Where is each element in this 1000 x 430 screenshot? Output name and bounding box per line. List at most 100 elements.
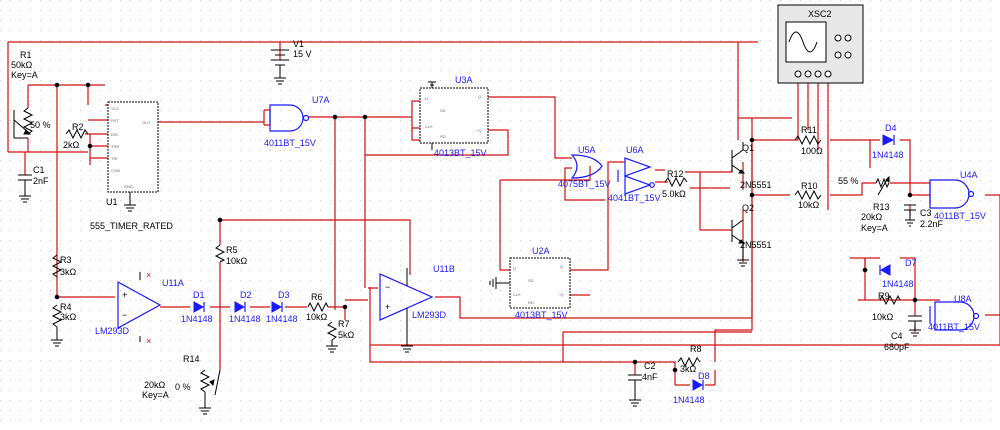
u4a-ref: U4A [960, 170, 978, 180]
r9-ref: R9 [878, 291, 890, 301]
u3a-d-flipflop[interactable]: D CLK SD RD Q ~Q [419, 81, 489, 150]
r4-ref: R4 [60, 302, 72, 312]
svg-text:~Q: ~Q [558, 292, 563, 297]
u7a-part: 4011BT_15V [264, 138, 316, 148]
u7a-ref: U7A [312, 95, 330, 105]
r13-key: Key=A [861, 223, 888, 233]
u6a-buffer[interactable] [624, 157, 655, 195]
r12-ref: R12 [667, 169, 684, 179]
c2-capacitor[interactable] [628, 374, 642, 407]
r3-ref: R3 [60, 255, 72, 265]
svg-text:~Q: ~Q [476, 128, 481, 133]
r14-potentiometer[interactable] [199, 369, 221, 415]
r13-potentiometer[interactable] [875, 175, 890, 196]
r10-ref: R10 [801, 181, 818, 191]
r7-resistor[interactable] [326, 321, 338, 353]
c1-capacitor[interactable] [18, 174, 32, 203]
c3-value: 2.2nF [920, 219, 944, 229]
r11-resistor[interactable] [794, 134, 822, 146]
d8-ref: D8 [698, 371, 710, 381]
svg-text:CON: CON [111, 168, 120, 173]
d7-diode[interactable] [879, 264, 891, 276]
r8-ref: R8 [690, 344, 702, 354]
d2-diode[interactable] [234, 301, 246, 313]
r12-resistor[interactable] [664, 176, 688, 188]
c1-ref: C1 [33, 165, 45, 175]
r9-resistor[interactable] [879, 294, 901, 306]
c3-capacitor[interactable] [904, 204, 916, 227]
u8a-ref: U8A [954, 294, 972, 304]
d4-diode[interactable] [882, 134, 895, 146]
r10-resistor[interactable] [794, 189, 822, 201]
q1-transistor[interactable] [731, 142, 746, 174]
r1-potentiometer[interactable] [13, 107, 34, 139]
svg-text:GND: GND [124, 184, 133, 189]
q1-ref: Q1 [742, 143, 754, 153]
svg-text:Q: Q [478, 94, 481, 99]
u5a-or-gate[interactable] [570, 154, 603, 179]
c4-capacitor[interactable] [908, 315, 922, 337]
v1-value: 15 V [293, 49, 312, 59]
u8a-part: 4011BT_15V [928, 322, 980, 332]
xsc2-oscilloscope[interactable] [777, 4, 864, 84]
r5-resistor[interactable] [214, 244, 226, 263]
r3-resistor[interactable] [51, 254, 63, 278]
u1-555-timer[interactable]: VCC RST DIS THR TRI CON OUT GND [107, 101, 159, 212]
v1-battery[interactable] [271, 49, 289, 85]
u8a-nand-gate[interactable] [934, 301, 980, 331]
q2-transistor[interactable] [731, 219, 749, 267]
u11b-comparator[interactable]: − + [379, 268, 434, 353]
r4-value: 3kΩ [60, 312, 77, 322]
svg-text:×: × [146, 336, 151, 346]
d7-ref: D7 [905, 258, 917, 268]
r14-key: Key=A [142, 390, 169, 400]
r11-ref: R11 [801, 125, 817, 135]
r14-ref: R14 [183, 354, 200, 364]
r6-resistor[interactable] [307, 301, 329, 313]
r1-value: 50kΩ [11, 60, 33, 70]
svg-text:RD: RD [440, 134, 446, 139]
svg-text:−: − [385, 282, 390, 292]
svg-text:THR: THR [111, 144, 119, 149]
d3-ref: D3 [278, 290, 290, 300]
wires [7, 41, 1000, 386]
d8-diode[interactable] [692, 379, 704, 391]
r2-resistor[interactable] [65, 128, 89, 140]
d2-ref: D2 [240, 290, 252, 300]
r10-value: 10kΩ [798, 200, 820, 210]
svg-text:Q: Q [560, 264, 563, 269]
r13-ref: R13 [873, 202, 890, 212]
svg-text:+: + [122, 290, 127, 300]
r7-ref: R7 [338, 319, 350, 329]
u3a-part: 4013BT_15V [434, 148, 487, 158]
d4-part: 1N4148 [872, 150, 904, 160]
r11-value: 100Ω [801, 146, 823, 156]
junction-dots [54, 82, 918, 373]
c3-ref: C3 [920, 208, 932, 218]
u2a-d-flipflop[interactable]: D CLK SD RD Q ~Q [489, 257, 571, 309]
r4-resistor[interactable] [51, 304, 63, 347]
u5a-ref: U5A [578, 145, 596, 155]
u6a-ref: U6A [626, 145, 644, 155]
r5-value: 10kΩ [226, 256, 248, 266]
c1-value: 2nF [33, 176, 49, 186]
d1-diode[interactable] [193, 301, 205, 313]
u7a-nand-gate[interactable] [269, 104, 310, 132]
r1-percent: 50 % [30, 120, 51, 130]
u4a-part: 4011BT_15V [934, 211, 986, 221]
u11a-ref: U11A [162, 278, 184, 288]
u11a-comparator[interactable]: + − × × [117, 270, 162, 346]
u1-ref: U1 [106, 197, 118, 207]
svg-text:CLK: CLK [425, 124, 433, 129]
svg-text:OUT: OUT [142, 120, 151, 125]
svg-text:DIS: DIS [111, 132, 118, 137]
d3-diode[interactable] [271, 301, 283, 313]
r8-resistor[interactable] [677, 356, 701, 368]
svg-text:RD: RD [528, 300, 534, 305]
c4-ref: C4 [891, 331, 903, 341]
r13-value: 20kΩ [861, 212, 883, 222]
r1-key: Key=A [11, 70, 38, 80]
u4a-nand-gate[interactable] [929, 179, 975, 209]
r9-value: 10kΩ [872, 312, 894, 322]
